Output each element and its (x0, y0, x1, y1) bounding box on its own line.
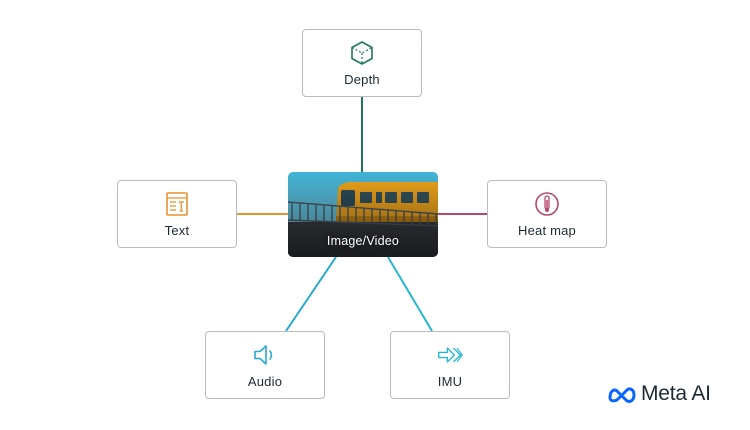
connector-imu (387, 256, 433, 332)
cube-icon (349, 40, 375, 66)
node-audio: Audio (205, 331, 325, 399)
node-text: Text (117, 180, 237, 248)
speaker-icon (252, 342, 278, 368)
document-text-icon (164, 191, 190, 217)
center-image-video: Image/Video (288, 172, 438, 257)
node-imu-label: IMU (437, 373, 463, 389)
connector-audio (285, 256, 337, 332)
train-photo (288, 172, 438, 257)
brand-name: Meta AI (641, 382, 711, 405)
node-imu: IMU (390, 331, 510, 399)
meta-ai-brand: Meta AI (607, 379, 711, 409)
node-heat-map: Heat map (487, 180, 607, 248)
center-label: Image/Video (326, 234, 400, 248)
motion-arrows-icon (437, 342, 463, 368)
node-text-label: Text (164, 222, 190, 238)
thermometer-icon (534, 191, 560, 217)
node-depth-label: Depth (344, 71, 380, 87)
node-depth: Depth (302, 29, 422, 97)
meta-infinity-logo-icon (608, 387, 636, 403)
node-heat-map-label: Heat map (518, 222, 576, 238)
node-audio-label: Audio (247, 373, 283, 389)
